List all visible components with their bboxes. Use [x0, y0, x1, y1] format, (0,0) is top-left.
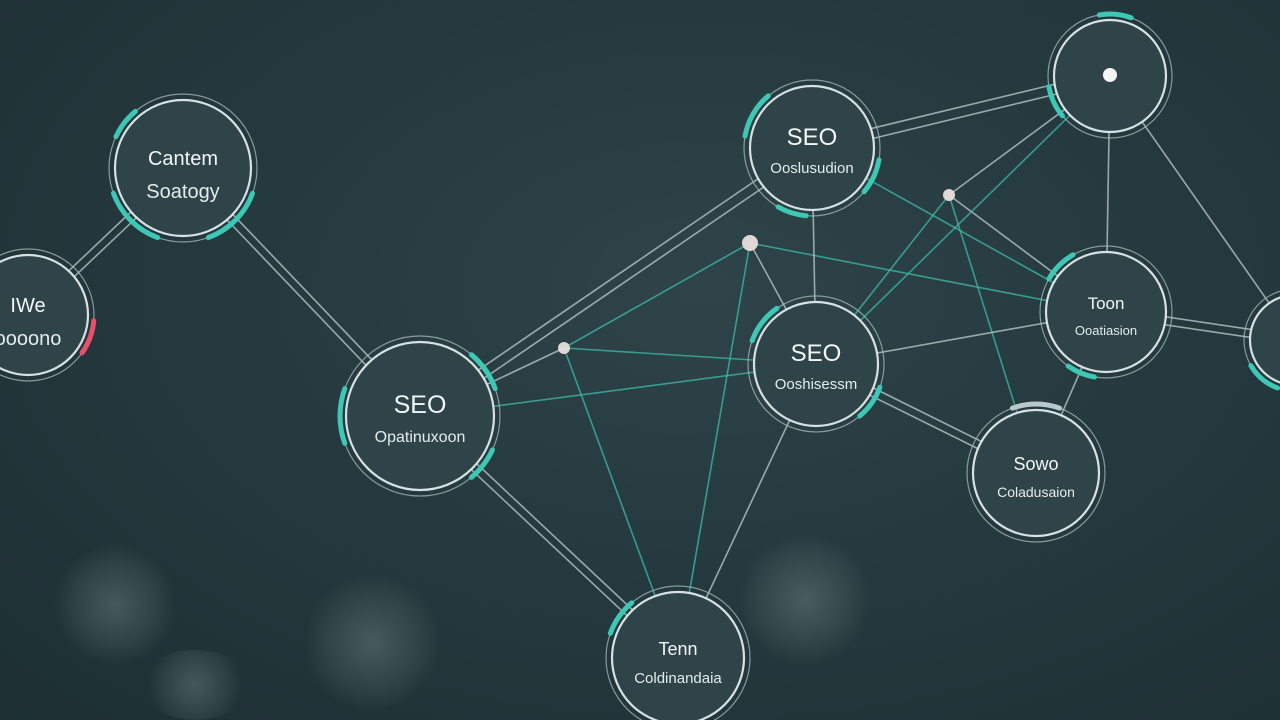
node-accent-arc: [607, 600, 635, 636]
node-accent-arc: [468, 352, 498, 392]
node-left-edge[interactable]: IWe oooono: [0, 248, 97, 382]
node-ring: [610, 590, 746, 720]
node-ring: [0, 253, 90, 377]
node-disc: [1046, 252, 1166, 372]
node-ring: [752, 300, 880, 428]
node-outer-ring: [108, 93, 258, 243]
node-title: SEO: [791, 340, 842, 367]
node-subtitle: Soatogy: [146, 181, 219, 203]
node-subtitle: Coladusaion: [997, 484, 1075, 500]
node-ring: [1052, 18, 1168, 134]
node-title: SEO: [787, 124, 838, 151]
node-accent-arc: [775, 204, 809, 219]
node-accent-arc: [1046, 84, 1066, 119]
node-right-edge[interactable]: [1243, 289, 1280, 391]
node-subtitle: Opatinuxoon: [375, 429, 466, 446]
node-disc: [115, 100, 251, 236]
node-disc: [973, 410, 1099, 536]
node-accent-arc: [1009, 401, 1063, 411]
node-accent-arc: [468, 447, 496, 480]
node-ring: [1044, 250, 1168, 374]
node-accent-arc: [113, 108, 138, 140]
node-accent-arc: [79, 318, 97, 356]
connection-line: [677, 242, 751, 659]
node-outer-ring: [747, 295, 885, 433]
junctions-group: [558, 68, 1117, 354]
node-accent-arc: [110, 190, 161, 241]
node-ring: [113, 98, 253, 238]
junction-dot: [742, 235, 758, 251]
node-ring: [748, 84, 876, 212]
bokeh-light: [305, 575, 440, 710]
node-disc: [612, 592, 744, 720]
junction-dot: [1103, 68, 1117, 82]
node-subtitle: Ooatiasion: [1075, 323, 1137, 338]
node-accent-arc: [337, 386, 348, 446]
node-ring: [1248, 296, 1280, 384]
junction-dot: [558, 342, 570, 354]
node-title: IWe: [10, 295, 45, 317]
node-subtitle: oooono: [0, 328, 61, 350]
connection-line: [563, 242, 751, 349]
node-subtitle: Ooslusudion: [770, 160, 853, 177]
node-seo-top[interactable]: SEO Ooslusudion: [742, 79, 882, 219]
node-ring: [344, 340, 496, 492]
node-outer-ring: [1039, 245, 1173, 379]
node-accent-arc: [857, 384, 883, 419]
node-ring: [971, 408, 1101, 538]
node-accent-arc: [1065, 363, 1098, 380]
node-title: SEO: [394, 391, 447, 419]
node-subtitle: Coldinandaia: [634, 670, 722, 687]
node-title: Toon: [1088, 294, 1125, 313]
node-title: Sowo: [1013, 454, 1058, 474]
node-disc: [754, 302, 878, 426]
node-accent-arc: [1248, 363, 1280, 391]
node-outer-ring: [743, 79, 881, 217]
node-outer-ring: [0, 248, 95, 382]
bokeh-light: [140, 650, 250, 720]
node-accent-arc: [1096, 11, 1134, 21]
node-outer-ring: [605, 585, 751, 720]
node-accent-arc: [205, 190, 256, 241]
node-seo-middle[interactable]: SEO Ooshisessm: [747, 295, 885, 433]
node-disc: [750, 86, 874, 210]
bokeh-light: [55, 545, 175, 665]
junction-dot: [943, 189, 955, 201]
nodes-group: CantemSoatogyIWeoooonoSEOOpatinuxoonSEOO…: [0, 11, 1280, 720]
node-seo-center[interactable]: SEO Opatinuxoon: [337, 335, 501, 497]
node-outer-ring: [1243, 290, 1280, 390]
node-disc: [346, 342, 494, 490]
node-disc: [0, 255, 88, 375]
node-accent-arc: [749, 305, 780, 344]
node-accent-arc: [1046, 252, 1076, 282]
node-disc: [1250, 297, 1280, 383]
node-title: Tenn: [658, 639, 697, 659]
node-title: Cantem: [148, 148, 218, 170]
node-accent-arc: [861, 157, 882, 195]
bokeh-light: [740, 535, 870, 665]
node-subtitle: Ooshisessm: [775, 376, 858, 393]
node-accent-arc: [742, 93, 771, 139]
